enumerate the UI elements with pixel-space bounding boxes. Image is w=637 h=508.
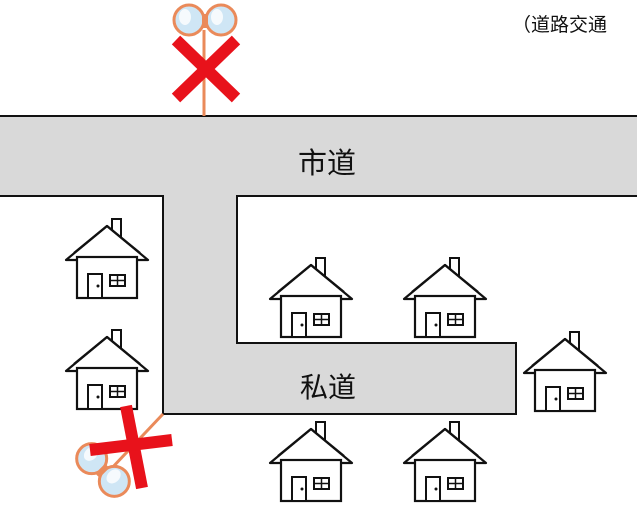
house-right-lower [402, 420, 488, 503]
note-text: （道路交通 [512, 14, 608, 36]
prohibited-x-mark-top [171, 35, 241, 103]
house-left-upper [64, 217, 150, 300]
house-mid-lower [268, 420, 354, 503]
city-road-label: 市道 [298, 146, 357, 180]
private-road-label: 私道 [300, 371, 357, 404]
city-road [0, 115, 637, 197]
prohibited-x-mark-bottom [89, 404, 173, 490]
house-left-lower [64, 328, 150, 411]
house-far-right [522, 330, 608, 413]
house-mid-upper [268, 256, 354, 339]
curve-mirror-bottom-left [68, 412, 165, 505]
house-right-upper [402, 256, 488, 339]
